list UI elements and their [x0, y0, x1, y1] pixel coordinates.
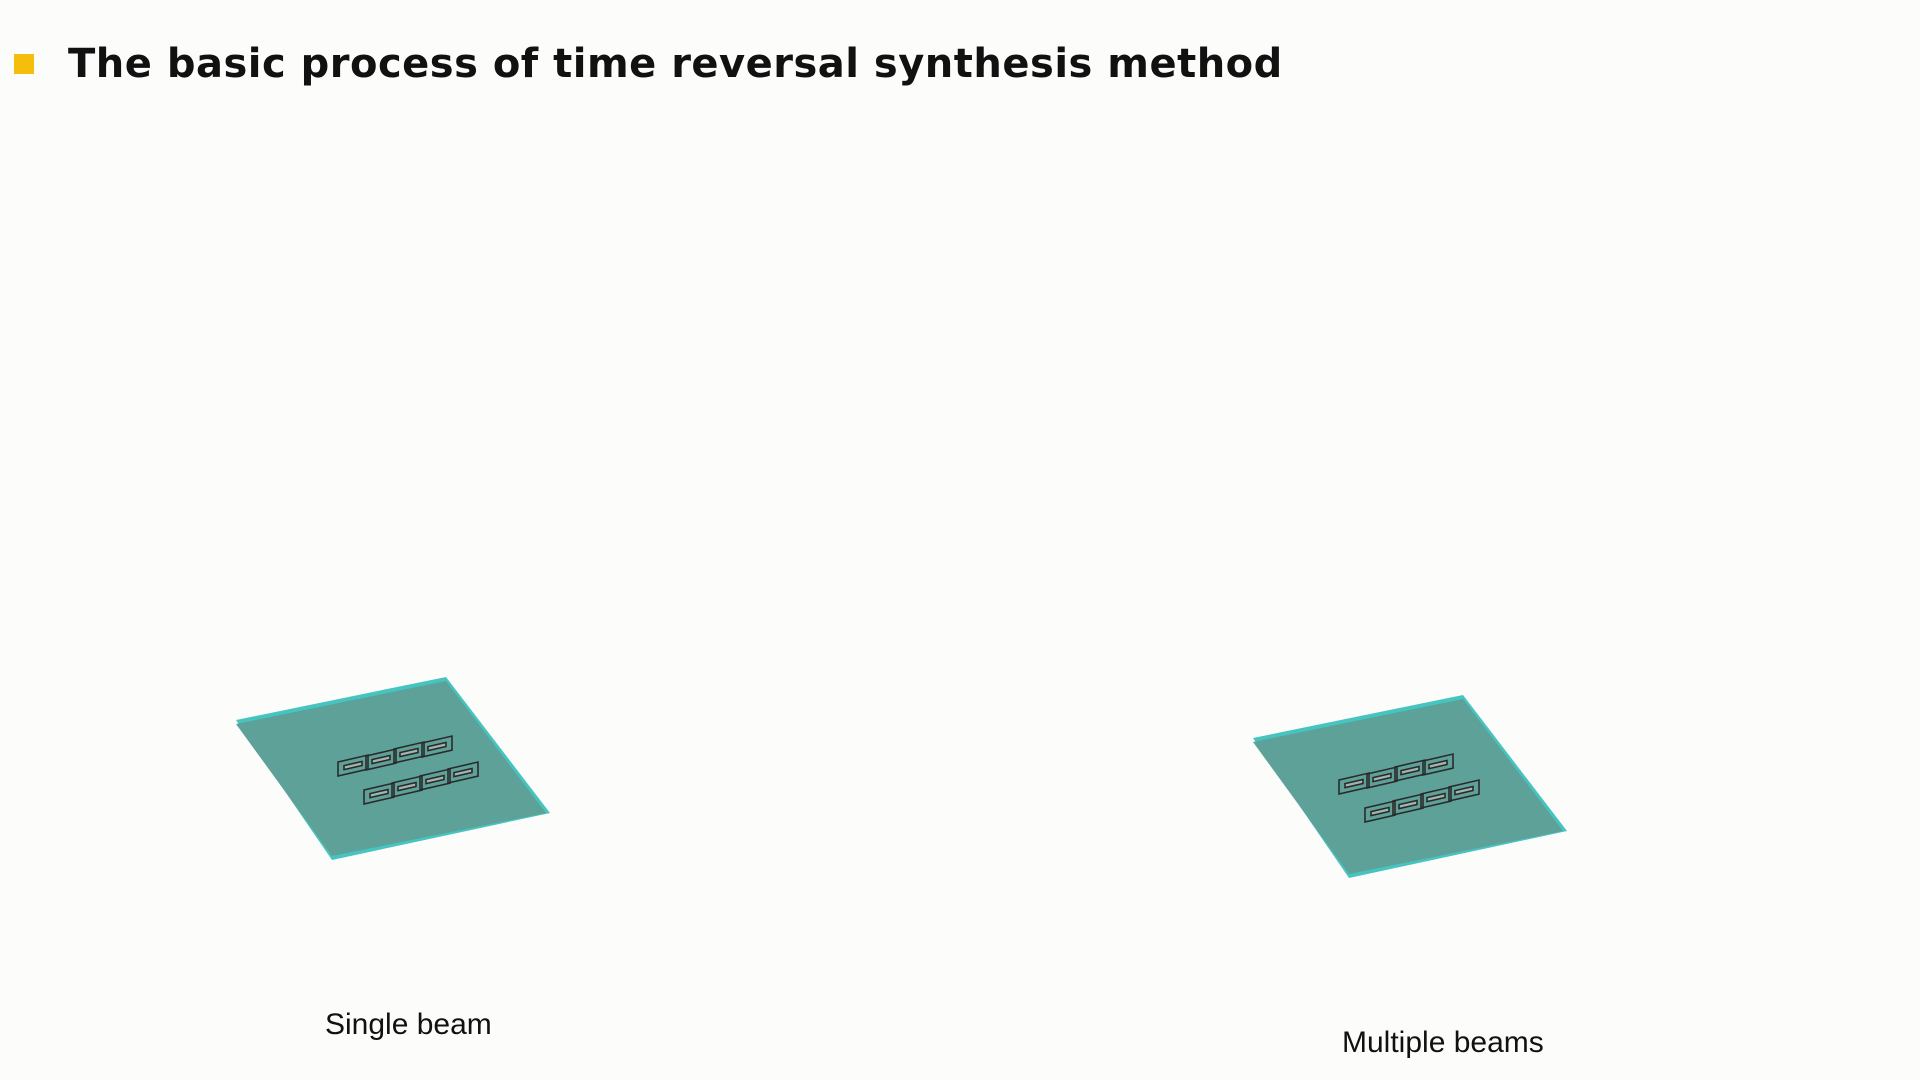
slide-title: The basic process of time reversal synth…: [68, 41, 1283, 87]
single-beam-board-figure: [230, 670, 560, 870]
slide-title-row: The basic process of time reversal synth…: [14, 32, 1283, 96]
substrate-plane: [1253, 699, 1563, 874]
antenna-array-board-icon: [236, 677, 550, 860]
multiple-beams-board-figure: [1247, 688, 1577, 888]
antenna-array-board-icon: [1253, 695, 1567, 878]
patch-elements: [1338, 753, 1480, 823]
single-beam-caption: Single beam: [325, 1008, 492, 1041]
multiple-beams-caption: Multiple beams: [1342, 1026, 1544, 1059]
substrate-plane: [236, 681, 546, 856]
patch-elements: [337, 735, 479, 805]
square-bullet-icon: [14, 54, 34, 74]
